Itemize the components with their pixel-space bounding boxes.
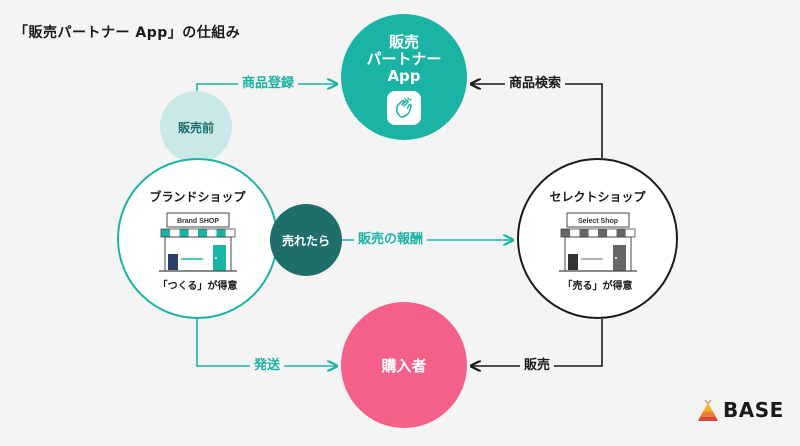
app-node: 販売 パートナー App [341, 14, 467, 140]
clapping-hands-icon [387, 90, 421, 125]
label-sales: 販売 [520, 357, 555, 375]
store-icon: Brand SHOP [158, 212, 237, 272]
buyer-node: 購入者 [341, 302, 467, 428]
pre-sale-label: 販売前 [177, 120, 214, 135]
sold-label: 売れたら [281, 233, 330, 248]
app-title: 販売 パートナー App [366, 32, 442, 85]
select-shop-sign: Select Shop [577, 218, 617, 225]
logo-text: BASE [723, 398, 784, 422]
arrow-sales [471, 319, 603, 366]
label-product-register: 商品登録 [238, 75, 299, 93]
select-shop-subtitle: 「売る」が得意 [562, 280, 633, 292]
page-title: 「販売パートナー App」の仕組み [14, 25, 241, 41]
brand-shop-title: ブランドショップ [149, 189, 246, 204]
base-logo: BASE [696, 398, 784, 422]
arrow-shipping [196, 319, 337, 366]
buyer-label: 購入者 [381, 356, 427, 375]
label-shipping: 発送 [250, 357, 285, 375]
brand-shop-node: ブランドショップ Brand SHOP 「つくる」が得意 [117, 158, 278, 319]
store-icon: Select Shop [558, 212, 637, 272]
select-shop-title: セレクトショップ [549, 189, 646, 204]
pre-sale-node: 販売前 [160, 91, 232, 163]
select-shop-node: セレクトショップ Select Shop 「売る」が得意 [517, 158, 678, 319]
arrow-product-search [471, 84, 603, 158]
brand-shop-subtitle: 「つくる」が得意 [157, 280, 238, 292]
brand-shop-sign: Brand SHOP [176, 218, 218, 225]
tent-logo-icon [698, 399, 718, 421]
sold-node: 売れたら [270, 204, 342, 276]
label-product-search: 商品検索 [505, 75, 566, 93]
label-sales-reward: 販売の報酬 [354, 231, 428, 249]
